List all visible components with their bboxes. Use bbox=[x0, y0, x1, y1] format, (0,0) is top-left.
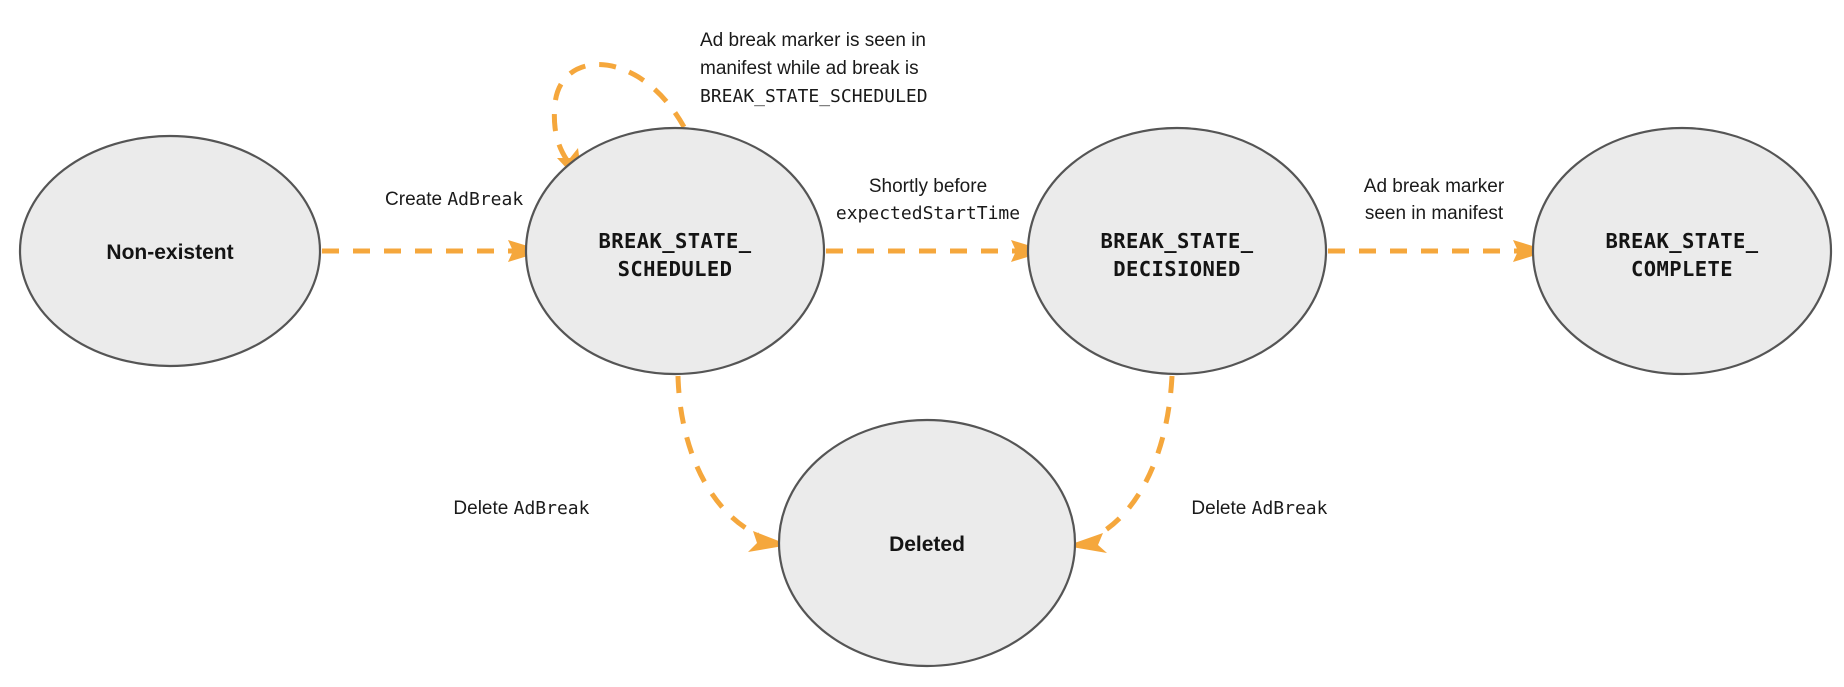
edge-label-decisioned-to-deleted: Delete AdBreak bbox=[1151, 498, 1358, 519]
edge-label-self-loop-line3: BREAK_STATE_SCHEDULED bbox=[700, 86, 928, 107]
edge-label-decisioned-to-deleted-verb: Delete bbox=[1191, 498, 1251, 519]
edge-label-scheduled-to-decisioned-line2: expectedStartTime bbox=[836, 203, 1020, 224]
edge-decisioned-to-deleted-arrowhead bbox=[1066, 533, 1107, 553]
node-non-existent-label: Non-existent bbox=[106, 241, 233, 264]
edge-self-loop-scheduled-line bbox=[551, 62, 687, 169]
node-break-state-scheduled-shape[interactable] bbox=[524, 126, 826, 376]
node-deleted[interactable]: Deleted bbox=[777, 418, 1077, 668]
edge-label-decisioned-to-complete: Ad break marker seen in manifest bbox=[1364, 176, 1505, 224]
edge-label-scheduled-to-decisioned-line1: Shortly before bbox=[869, 176, 987, 197]
edge-label-scheduled-to-deleted-verb: Delete bbox=[453, 498, 513, 519]
edge-label-self-loop-scheduled: Ad break marker is seen in manifest whil… bbox=[700, 30, 928, 107]
edge-label-decisioned-to-complete-line2: seen in manifest bbox=[1365, 203, 1504, 224]
node-break-state-decisioned-label-line2: DECISIONED bbox=[1113, 257, 1240, 281]
edge-decisioned-to-complete bbox=[1328, 240, 1549, 262]
edge-decisioned-to-complete-arrowhead bbox=[1513, 240, 1549, 262]
svg-text:Delete AdBreak: Delete AdBreak bbox=[413, 498, 620, 519]
svg-text:Delete AdBreak: Delete AdBreak bbox=[1151, 498, 1358, 519]
node-deleted-shape[interactable] bbox=[777, 418, 1077, 668]
edge-label-create-adbreak-type: AdBreak bbox=[447, 189, 523, 210]
svg-text:Create AdBreak: Create AdBreak bbox=[345, 189, 554, 210]
edge-scheduled-to-deleted-line bbox=[675, 375, 760, 538]
edge-decisioned-to-deleted bbox=[1066, 375, 1175, 553]
node-break-state-decisioned-label-line1: BREAK_STATE_ bbox=[1101, 229, 1254, 253]
node-break-state-complete-label-line1: BREAK_STATE_ bbox=[1606, 229, 1759, 253]
node-break-state-scheduled-label-line1: BREAK_STATE_ bbox=[599, 229, 752, 253]
edge-decisioned-to-deleted-line bbox=[1094, 375, 1175, 539]
node-break-state-complete-shape[interactable] bbox=[1531, 126, 1833, 376]
edge-create-adbreak bbox=[322, 240, 544, 262]
node-non-existent-shape[interactable] bbox=[18, 134, 322, 368]
node-break-state-scheduled-label-line2: SCHEDULED bbox=[618, 257, 733, 281]
edge-scheduled-to-decisioned bbox=[826, 240, 1047, 262]
edge-label-self-loop-line2: manifest while ad break is bbox=[700, 58, 919, 79]
edge-label-create-adbreak: Create AdBreak bbox=[345, 189, 554, 210]
node-non-existent[interactable]: Non-existent bbox=[18, 134, 322, 368]
edge-label-decisioned-to-deleted-type: AdBreak bbox=[1252, 498, 1328, 519]
node-break-state-decisioned-shape[interactable] bbox=[1026, 126, 1328, 376]
edge-label-decisioned-to-complete-line1: Ad break marker bbox=[1364, 176, 1505, 197]
edge-label-scheduled-to-deleted: Delete AdBreak bbox=[413, 498, 620, 519]
edge-label-self-loop-line1: Ad break marker is seen in bbox=[700, 30, 926, 51]
node-break-state-complete-label-line2: COMPLETE bbox=[1631, 257, 1733, 281]
node-break-state-scheduled[interactable]: BREAK_STATE_ SCHEDULED bbox=[524, 126, 826, 376]
node-break-state-decisioned[interactable]: BREAK_STATE_ DECISIONED bbox=[1026, 126, 1328, 376]
node-break-state-complete[interactable]: BREAK_STATE_ COMPLETE bbox=[1531, 126, 1833, 376]
node-deleted-label: Deleted bbox=[889, 533, 965, 556]
edge-label-scheduled-to-decisioned: Shortly before expectedStartTime bbox=[836, 176, 1020, 224]
edge-label-scheduled-to-deleted-type: AdBreak bbox=[514, 498, 590, 519]
edge-label-create-adbreak-verb: Create bbox=[385, 189, 447, 210]
edge-scheduled-to-deleted bbox=[675, 375, 789, 552]
